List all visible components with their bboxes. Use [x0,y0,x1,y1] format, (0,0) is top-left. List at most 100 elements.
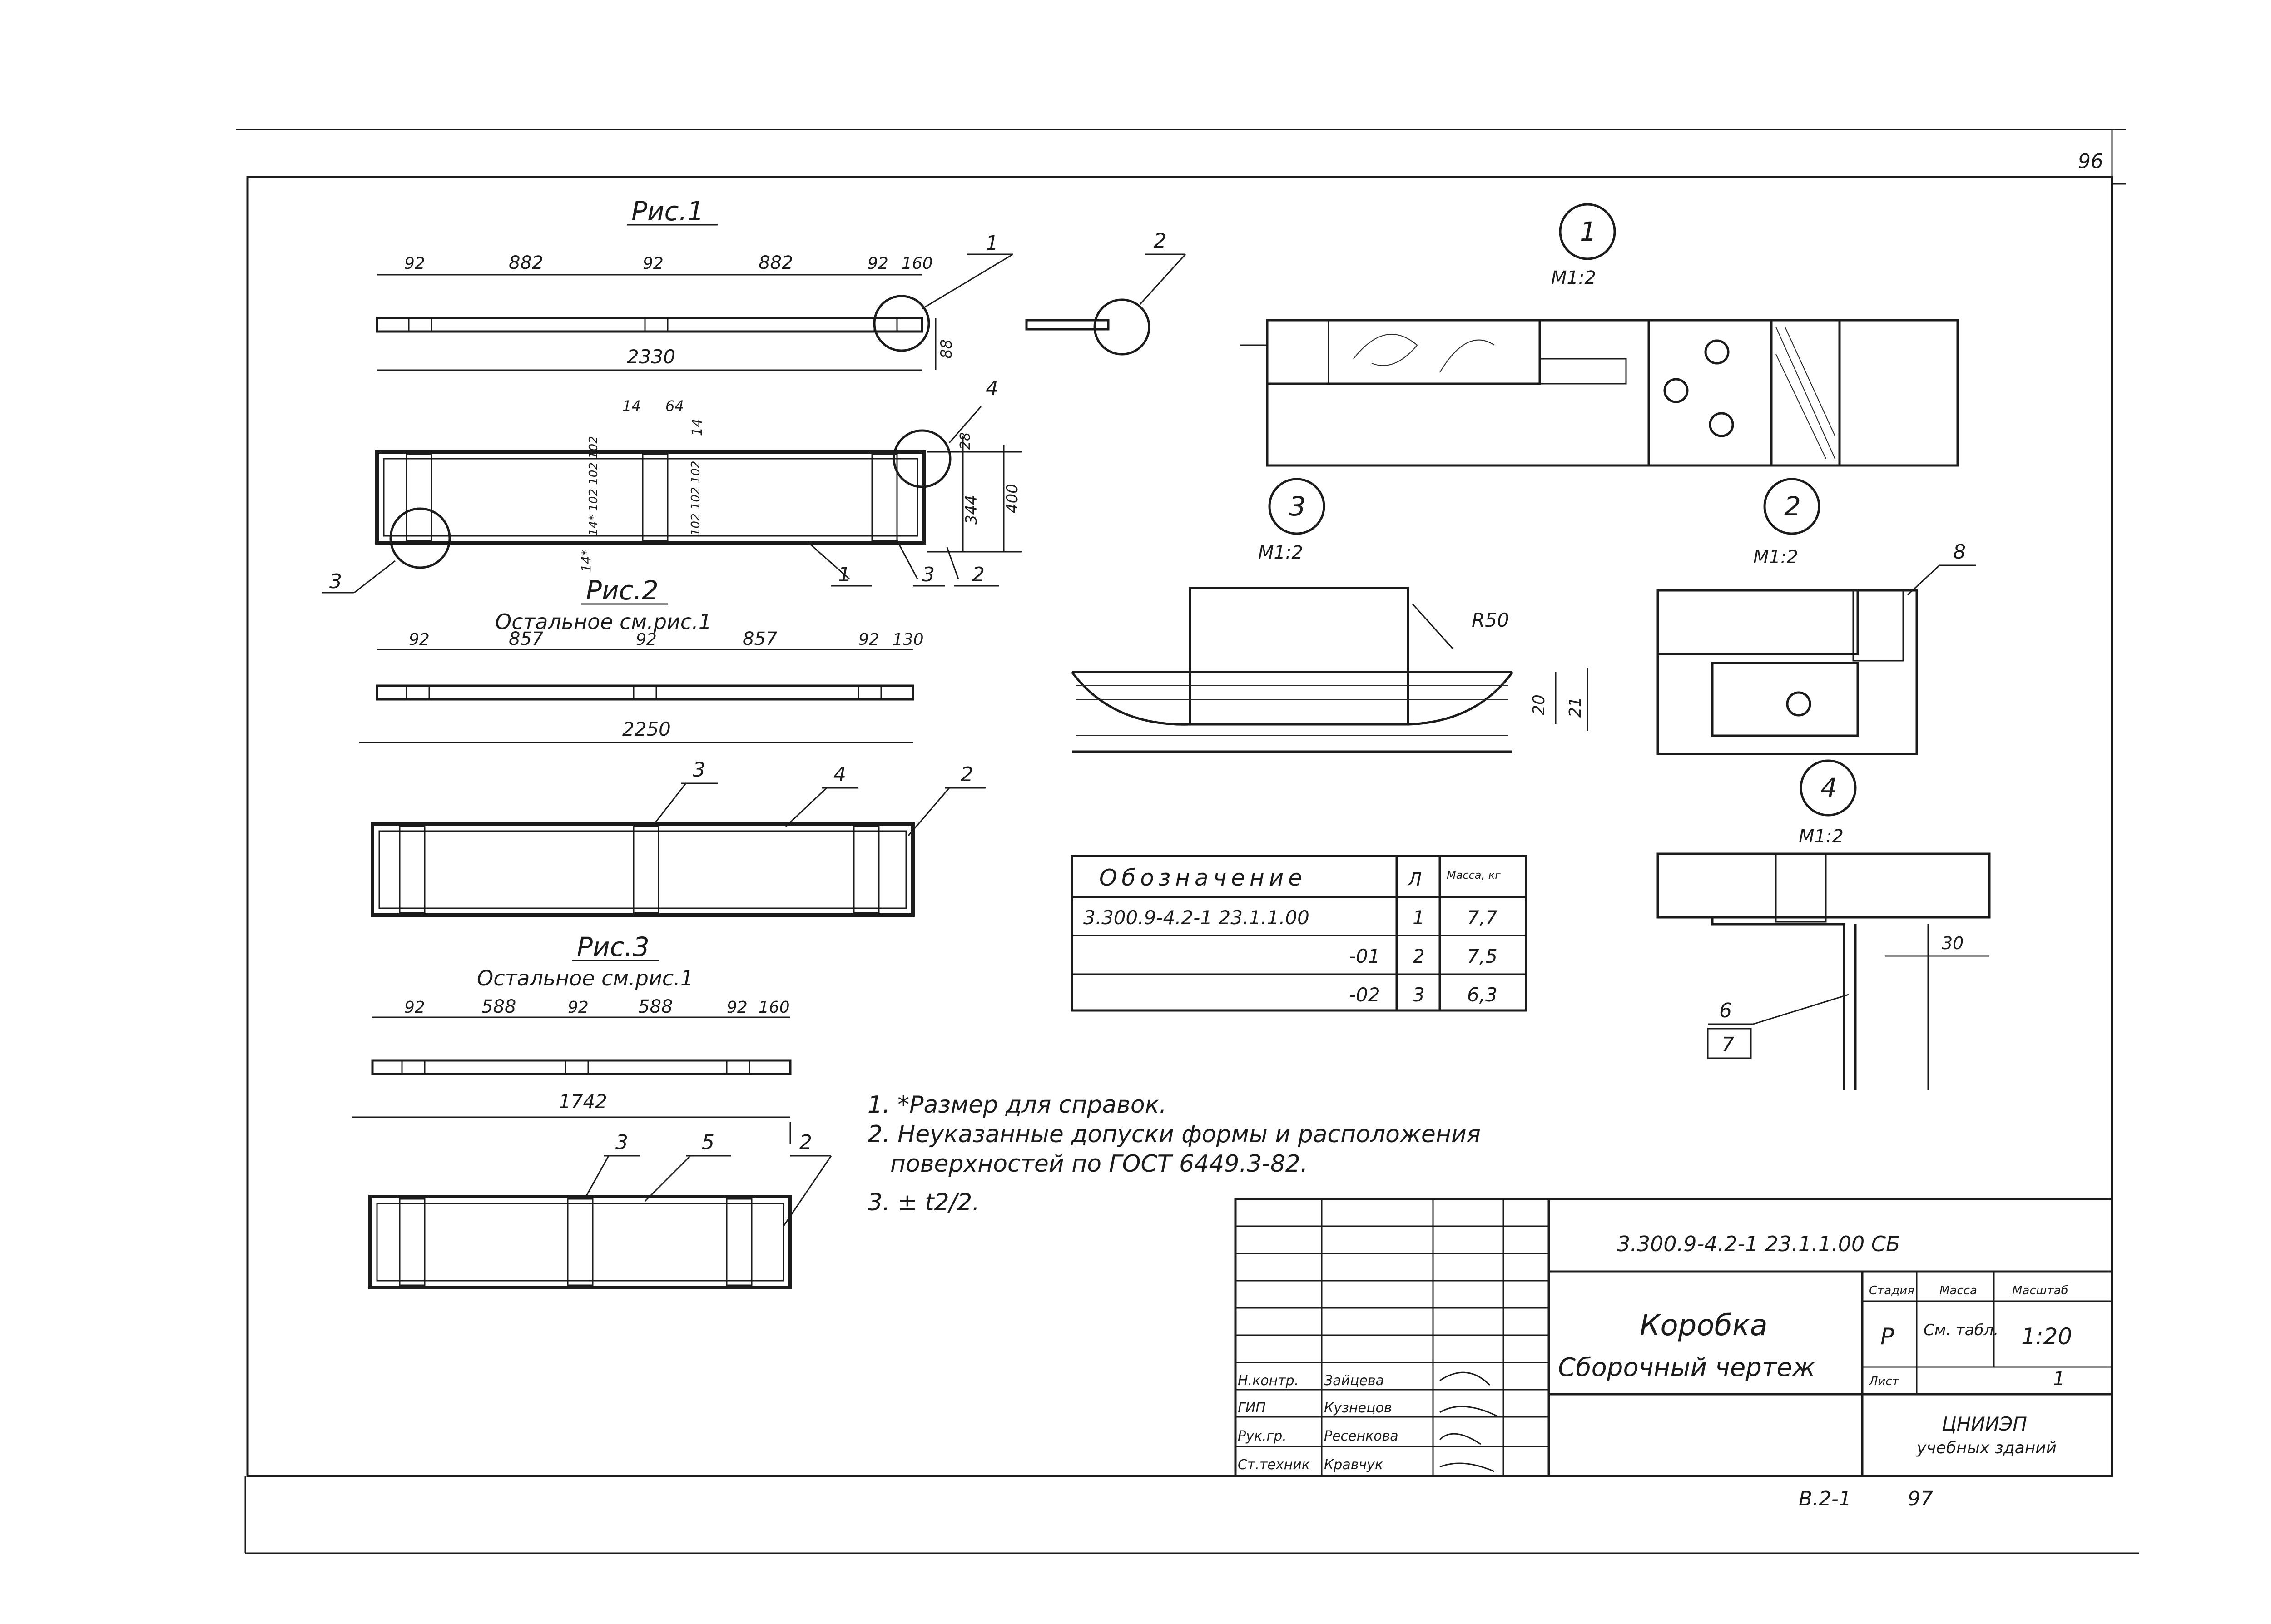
figure-1: Рис.1 92 882 92 882 92 160 1 2330 88 14 … [322,196,1022,594]
fig1-leader-1b [808,542,850,580]
fig2-plan-inner [378,830,907,909]
fig2-plan-post-b [633,826,659,914]
fig3-post-a [401,1060,426,1075]
fig2-dim-130: 130 [893,630,924,649]
note-2: 2. Неуказанные допуски формы и расположе… [868,1121,1481,1148]
tb-scale: 1:20 [2021,1323,2072,1350]
detail-4-angle [1711,917,1845,1090]
fig1-leader-4 [948,406,982,443]
fig2-callout-3: 3 [693,758,705,782]
figure-3: Рис.3 Остальное см.рис.1 92 588 92 588 9… [352,931,832,1289]
tb-designation-code: 3.300.9-4.2-1 23.1.1.00 СБ [1617,1232,1900,1256]
detail-4-dim-30-text: 30 [1942,933,1964,953]
fig1-height-88: 88 [937,339,956,359]
detail-4: 4 М1:2 30 6 7 [1656,759,1991,1090]
detail-3-dim-21-text: 21 [1566,697,1585,718]
fig1-d14: 14 [622,397,641,415]
fig2-callout-2: 2 [961,763,973,786]
detail-3: 3 М1:2 R50 20 21 [1071,478,1588,753]
tb-stage-label: Стадия [1869,1284,1914,1297]
detail-1-wood-grain [1353,334,1495,373]
table-row: -01 2 7,5 [1349,945,1497,967]
fig1-callout-4: 4 [986,377,998,400]
tb-name-line1: Коробка [1640,1309,1768,1342]
fig2-plan-frame [371,822,915,917]
fig3-callout-5: 5 [702,1131,714,1154]
fig1-d400: 400 [1003,484,1021,513]
notes: 1. *Размер для справок. 2. Неуказанные д… [868,1091,1481,1216]
detail-1-rail-top [1266,319,1541,385]
table-cell: 3.300.9-4.2-1 23.1.1.00 [1083,906,1309,929]
fig3-leader-3 [585,1155,610,1197]
part-2-leader [1139,253,1186,305]
variant-table: Обозначение Л Масса, кг 3.300.9-4.2-1 23… [1071,855,1527,1012]
fig2-dim-92c: 92 [858,630,879,649]
fig1-d14b: 14 [689,419,705,436]
detail-1-outline [1266,319,1959,467]
fig1-callout-3b: 3 [922,563,935,586]
fig2-leader-3 [653,783,687,825]
fig3-dim-588a: 588 [481,996,516,1017]
tb-role-3: Рук.гр. [1238,1428,1287,1444]
variant-table-header-sheet: Л [1407,869,1422,890]
fig3-post-b [565,1060,589,1075]
fig2-dim-857b: 857 [743,629,778,649]
detail-4-callout-7: 7 [1721,1033,1734,1056]
fig2-subtitle: Остальное см.рис.1 [495,609,712,634]
detail-2-screw [1786,691,1811,717]
fig1-d344: 344 [962,495,981,525]
tb-stage: Р [1880,1323,1894,1350]
part-2-callout: 2 [1154,229,1166,253]
detail-1-num: 1 [1580,216,1597,247]
fig1-mid-col: 102 102 102 [689,461,703,536]
note-3: 3. ± t2/2. [868,1189,980,1216]
table-cell: 7,5 [1467,945,1497,967]
detail-4-wedge [1775,853,1827,923]
tb-role-2: ГИП [1238,1400,1266,1416]
fig1-callout-3a: 3 [329,570,342,593]
tb-mass: См. табл. [1924,1321,1998,1339]
fig1-leader-3b [896,540,918,579]
table-cell: 2 [1413,945,1425,967]
fig1-left-col: 14* 102 102 102 [587,436,600,536]
variant-table-frame [1071,855,1527,1012]
sheet-code: В.2-1 [1799,1487,1851,1510]
fig2-plan-post-a [399,826,426,914]
tb-name-2: Кузнецов [1324,1400,1392,1416]
detail-1: 1 М1:2 [1240,203,1959,467]
tb-scale-label: Масштаб [2012,1284,2068,1297]
detail-2-tenon [1852,589,1904,662]
detail-1-post-hatch [1775,327,1835,459]
fig1-left-col2: 14* [579,550,594,572]
detail-3-radius-leader [1412,603,1454,650]
note-2-cont: поверхностей по ГОСТ 6449.3-82. [890,1150,1308,1178]
fig1-post-c [873,317,898,332]
fig1-title: Рис.1 [631,196,704,227]
fig1-dim-92c: 92 [868,254,888,273]
variant-table-header-designation: Обозначение [1099,865,1307,891]
page-number: 96 [2078,150,2103,173]
detail-2-num: 2 [1784,491,1801,522]
detail-3-block [1189,587,1409,726]
fig3-elevation-bar [371,1059,792,1075]
table-cell: -02 [1349,984,1380,1006]
detail-2-rail [1656,589,1859,655]
fig2-dim-92a: 92 [409,630,430,649]
fig3-dim-92c: 92 [727,998,748,1017]
detail-1-post [1770,319,1841,467]
table-cell: -01 [1349,945,1380,967]
detail-1-screw-b [1663,378,1689,403]
tb-mass-label: Масса [1939,1284,1977,1297]
fig2-elevation-bar [376,684,914,701]
fig1-plan-post-c [871,453,898,541]
fig1-callout-1: 1 [986,232,998,255]
drawing-frame [246,176,2113,1477]
detail-2-leader-8 [1907,564,1940,596]
tb-signatures [1439,1371,1499,1472]
fig1-dim-92b: 92 [643,254,664,273]
detail-3-fillet [1071,671,1514,726]
title-block: 3.300.9-4.2-1 23.1.1.00 СБ Коробка Сборо… [1234,1198,2113,1477]
fig3-callout-3: 3 [615,1131,628,1154]
tb-sheet-val: 1 [2053,1367,2065,1390]
fig2-dim-857a: 857 [509,629,544,649]
